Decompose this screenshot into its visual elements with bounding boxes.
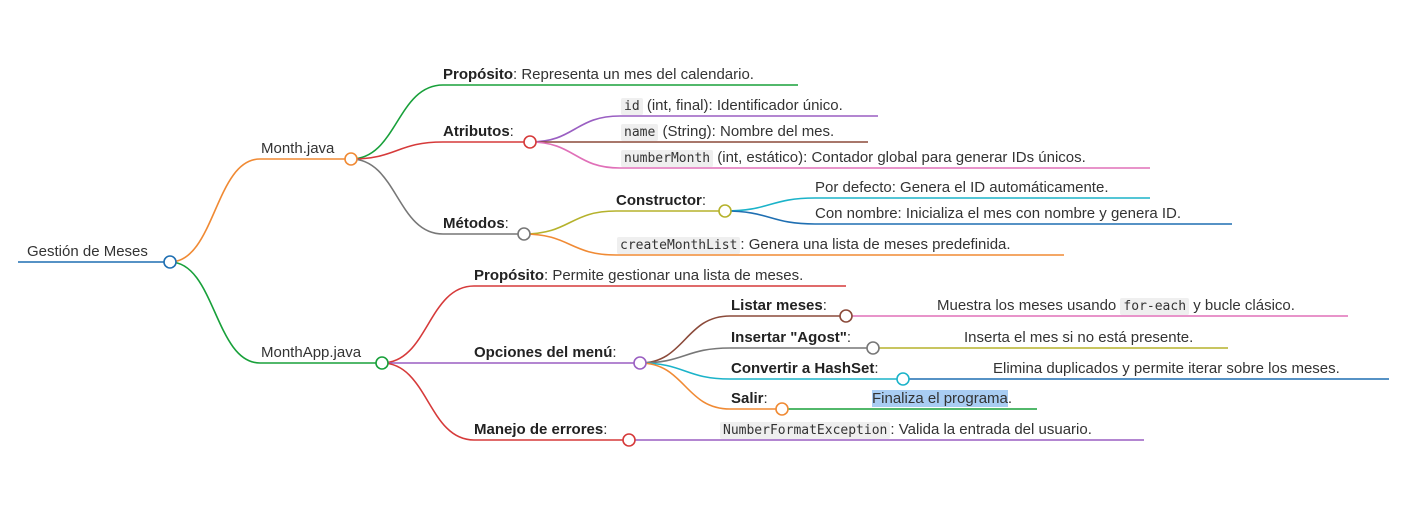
app-proposito-text: : Permite gestionar una lista de meses. bbox=[544, 267, 804, 284]
attr-name-code: name bbox=[621, 124, 659, 141]
salir-label: Salir bbox=[731, 390, 764, 407]
attr-id-code: id bbox=[621, 98, 643, 115]
node-constructor[interactable] bbox=[718, 204, 732, 218]
attr-number-text: (int, estático): Contador global para ge… bbox=[713, 149, 1086, 166]
node-insertar[interactable] bbox=[866, 341, 880, 355]
insertar-node: Insertar "Agost": bbox=[731, 329, 851, 347]
listar-desc-code: for-each bbox=[1120, 298, 1190, 315]
edge-app-errores bbox=[381, 362, 629, 441]
edge-attr-id bbox=[529, 115, 878, 143]
salir-desc-highlighted: Finaliza el programa bbox=[872, 390, 1008, 407]
errores-desc-node: NumberFormatException: Valida la entrada… bbox=[720, 421, 1092, 440]
constructor-sep: : bbox=[701, 192, 707, 209]
attr-number-code: numberMonth bbox=[621, 150, 714, 167]
app-opciones-sep: : bbox=[612, 344, 617, 361]
ctor-named-text: Con nombre: Inicializa el mes con nombre… bbox=[815, 205, 1182, 222]
app-errores-label: Manejo de errores bbox=[474, 421, 604, 438]
create-text: : Genera una lista de meses predefinida. bbox=[740, 236, 1011, 253]
month-atributos-node: Atributos: bbox=[443, 123, 514, 141]
salir-sep: : bbox=[763, 390, 768, 407]
edge-ctor-default bbox=[724, 197, 1150, 212]
node-monthapp[interactable] bbox=[375, 356, 389, 370]
node-root[interactable] bbox=[163, 255, 177, 269]
month-java-label: Month.java bbox=[261, 140, 335, 157]
app-opciones-label: Opciones del menú bbox=[474, 344, 613, 361]
month-metodos-node: Métodos: bbox=[443, 215, 509, 233]
edge-month-proposito bbox=[350, 84, 798, 160]
listar-desc-post: y bucle clásico. bbox=[1189, 297, 1295, 314]
edge-attr-number bbox=[529, 141, 1150, 169]
node-month[interactable] bbox=[344, 152, 358, 166]
app-opciones-node: Opciones del menú: bbox=[474, 344, 617, 362]
edge-op-listar bbox=[639, 315, 846, 364]
convertir-desc: Elimina duplicados y permite iterar sobr… bbox=[993, 360, 1340, 377]
salir-desc-node: Finaliza el programa. bbox=[872, 390, 1012, 408]
attr-id-node: id (int, final): Identificador único. bbox=[621, 97, 843, 116]
listar-desc-node: Muestra los meses usando for-each y bucl… bbox=[937, 297, 1295, 316]
app-errores-node: Manejo de errores: bbox=[474, 421, 607, 439]
errores-desc-code: NumberFormatException bbox=[720, 422, 891, 439]
edge-ctor-named bbox=[724, 210, 1232, 225]
node-salir[interactable] bbox=[775, 402, 789, 416]
create-code: createMonthList bbox=[617, 237, 741, 254]
attr-number-node: numberMonth (int, estático): Contador gl… bbox=[621, 149, 1086, 168]
edge-metodos-constructor bbox=[523, 210, 725, 235]
node-errores[interactable] bbox=[622, 433, 636, 447]
insertar-sep: : bbox=[846, 329, 852, 346]
edge-op-insertar bbox=[639, 347, 873, 364]
node-listar[interactable] bbox=[839, 309, 853, 323]
convertir-label: Convertir a HashSet bbox=[731, 360, 875, 377]
insertar-desc: Inserta el mes si no está presente. bbox=[964, 329, 1194, 346]
node-atributos[interactable] bbox=[523, 135, 537, 149]
listar-desc-pre: Muestra los meses usando bbox=[937, 297, 1121, 314]
edge-metodos-create bbox=[523, 233, 1064, 256]
app-proposito-node: Propósito: Permite gestionar una lista d… bbox=[474, 267, 803, 285]
attr-id-text: (int, final): Identificador único. bbox=[642, 97, 843, 114]
convertir-sep: : bbox=[874, 360, 879, 377]
month-metodos-label: Métodos bbox=[443, 215, 505, 232]
edge-month-metodos bbox=[350, 158, 524, 235]
edge-op-convertir bbox=[639, 362, 903, 380]
listar-label: Listar meses bbox=[731, 297, 823, 314]
month-proposito-text: : Representa un mes del calendario. bbox=[513, 66, 754, 83]
edge-op-salir bbox=[639, 362, 782, 410]
month-proposito-label: Propósito bbox=[443, 66, 513, 83]
listar-node: Listar meses: bbox=[731, 297, 827, 315]
app-proposito-label: Propósito bbox=[474, 267, 544, 284]
month-metodos-sep: : bbox=[504, 215, 509, 232]
constructor-node: Constructor: bbox=[616, 192, 706, 210]
attr-name-text: (String): Nombre del mes. bbox=[658, 123, 835, 140]
create-node: createMonthList: Genera una lista de mes… bbox=[617, 236, 1011, 255]
month-atributos-sep: : bbox=[509, 123, 514, 140]
edge-root-monthapp bbox=[169, 261, 382, 364]
edge-month-atributos bbox=[350, 141, 530, 160]
monthapp-java-label: MonthApp.java bbox=[261, 344, 362, 361]
month-atributos-label: Atributos bbox=[443, 123, 510, 140]
root-label: Gestión de Meses bbox=[27, 243, 148, 260]
node-metodos[interactable] bbox=[517, 227, 531, 241]
node-opciones[interactable] bbox=[633, 356, 647, 370]
salir-desc-dot: . bbox=[1007, 390, 1013, 407]
convertir-node: Convertir a HashSet: bbox=[731, 360, 879, 378]
errores-desc-text: : Valida la entrada del usuario. bbox=[890, 421, 1092, 438]
edge-app-proposito bbox=[381, 285, 846, 364]
month-proposito-node: Propósito: Representa un mes del calenda… bbox=[443, 66, 754, 84]
salir-node: Salir: bbox=[731, 390, 768, 408]
node-convertir[interactable] bbox=[896, 372, 910, 386]
edge-root-month bbox=[169, 158, 351, 263]
constructor-label: Constructor bbox=[616, 192, 702, 209]
insertar-label: Insertar "Agost" bbox=[731, 329, 847, 346]
listar-sep: : bbox=[822, 297, 827, 314]
attr-name-node: name (String): Nombre del mes. bbox=[621, 123, 834, 142]
ctor-default-text: Por defecto: Genera el ID automáticament… bbox=[815, 179, 1109, 196]
app-errores-sep: : bbox=[603, 421, 608, 438]
